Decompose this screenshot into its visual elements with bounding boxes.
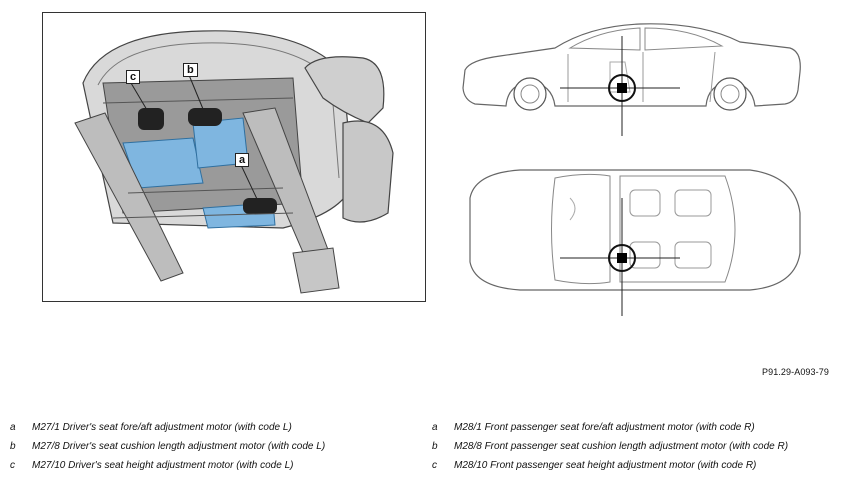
legend-item: c M27/10 Driver's seat height adjustment… (10, 456, 325, 475)
motor-b-shape (188, 108, 222, 126)
legend-driver: a M27/1 Driver's seat fore/aft adjustmen… (10, 418, 325, 475)
legend-letter: b (10, 441, 16, 452)
legend-text: M28/1 Front passenger seat fore/aft adju… (454, 422, 755, 433)
legend-text: M27/10 Driver's seat height adjustment m… (32, 460, 294, 471)
legend-item: b M27/8 Driver's seat cushion length adj… (10, 437, 325, 456)
figure-reference: P91.29-A093-79 (762, 367, 829, 377)
car-side-view (460, 22, 805, 140)
seat-illustration: c b a (42, 12, 426, 302)
legend-text: M27/1 Driver's seat fore/aft adjustment … (32, 422, 292, 433)
car-top-drawing (469, 169, 801, 316)
legend-text: M28/8 Front passenger seat cushion lengt… (454, 441, 789, 452)
callout-a: a (235, 153, 250, 167)
car-side-drawing (462, 23, 801, 136)
legend-letter: a (10, 422, 16, 433)
motor-c-shape (138, 108, 164, 130)
legend-letter: c (10, 460, 15, 471)
legend-item: a M27/1 Driver's seat fore/aft adjustmen… (10, 418, 325, 437)
seat-drawing (74, 30, 394, 294)
legend-passenger: a M28/1 Front passenger seat fore/aft ad… (432, 418, 788, 475)
legend-letter: a (432, 422, 438, 433)
legend-letter: b (432, 441, 438, 452)
legend-item: c M28/10 Front passenger seat height adj… (432, 456, 788, 475)
car-top-view (460, 168, 805, 318)
legend-item: a M28/1 Front passenger seat fore/aft ad… (432, 418, 788, 437)
legend-text: M28/10 Front passenger seat height adjus… (454, 460, 757, 471)
callout-c: c (126, 70, 141, 84)
motor-a-shape (243, 198, 277, 214)
legend-letter: c (432, 460, 437, 471)
legend-item: b M28/8 Front passenger seat cushion len… (432, 437, 788, 456)
location-marker (617, 253, 627, 263)
location-marker (617, 83, 627, 93)
callout-b: b (183, 63, 198, 77)
legend-text: M27/8 Driver's seat cushion length adjus… (32, 441, 326, 452)
